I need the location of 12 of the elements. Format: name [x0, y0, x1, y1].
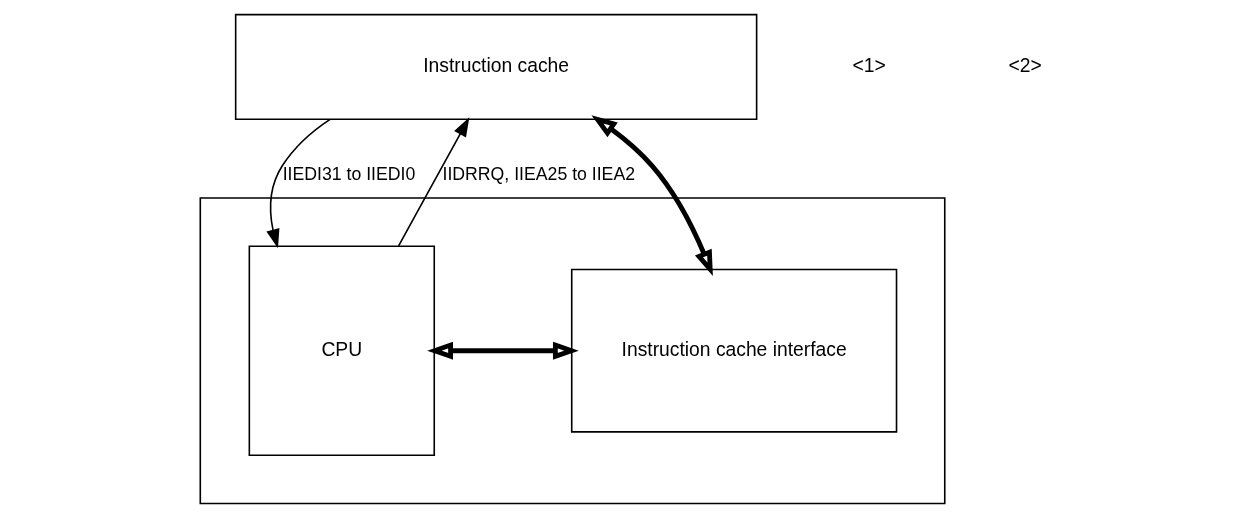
arrow — [397, 117, 470, 247]
arrow — [427, 341, 579, 360]
node-box: CPU — [248, 245, 436, 457]
arrow — [591, 115, 713, 276]
label: <1> — [852, 54, 886, 76]
node-box: Instruction cache — [234, 13, 758, 120]
cluster — [199, 197, 946, 505]
edge-label: IIDRRQ, IIEA25 to IIEA2 — [442, 163, 636, 184]
edge-label: IIEDI31 to IIEDI0 — [282, 163, 416, 184]
label: <2> — [1008, 54, 1042, 76]
node-box: Instruction cache interface — [570, 268, 898, 433]
arrow — [266, 118, 331, 249]
